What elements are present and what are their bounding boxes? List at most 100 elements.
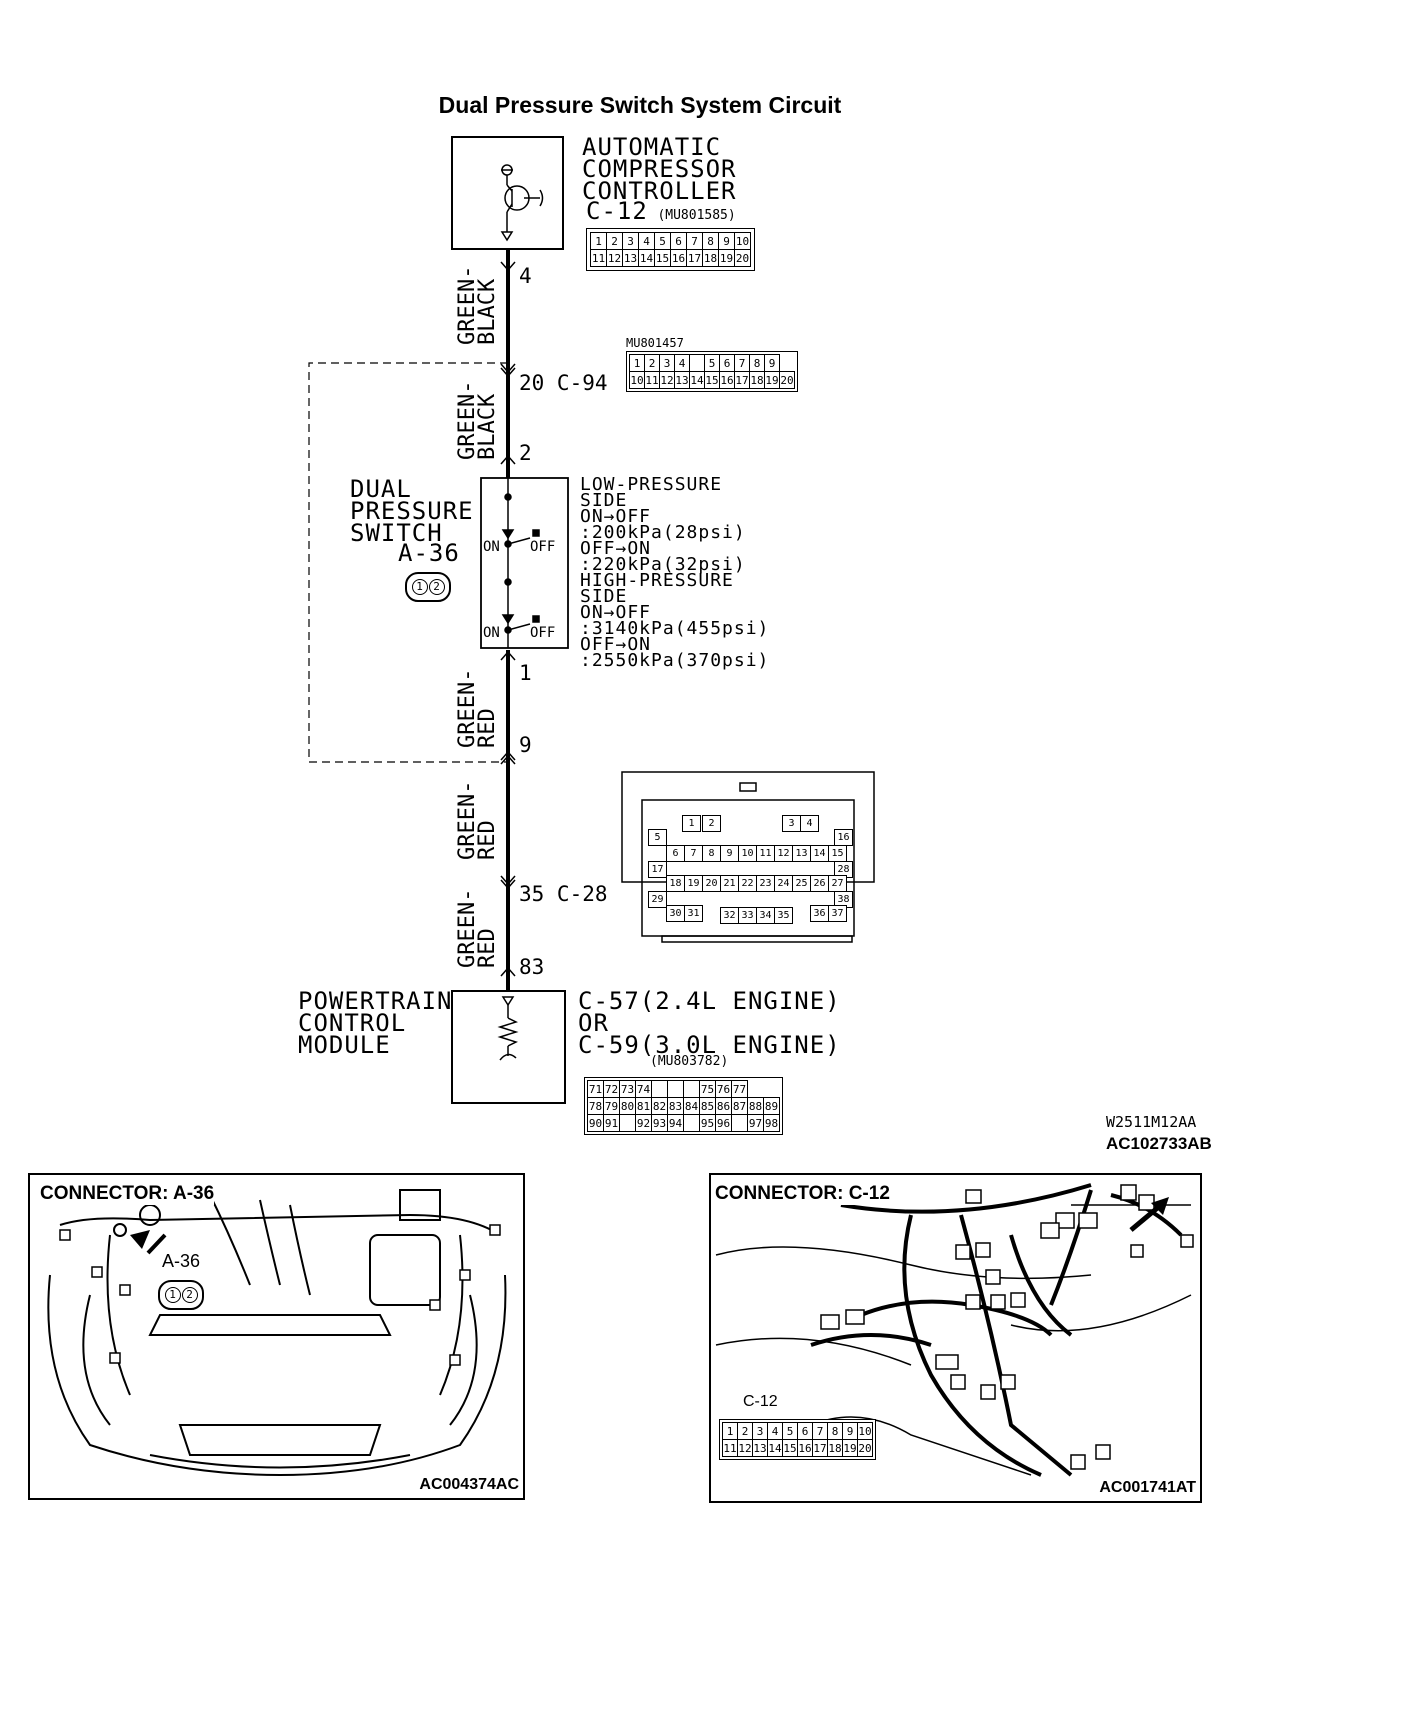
connector-pin: 25 — [792, 875, 811, 892]
panel-a36-code: AC004374AC — [419, 1476, 519, 1494]
connector-pin: 12 — [606, 249, 623, 267]
connector-pin: 3 — [782, 815, 801, 832]
dps-switch-contacts — [501, 478, 540, 648]
connector-pin: 17 — [812, 1439, 828, 1457]
connector-pin — [619, 1114, 636, 1132]
connector-pin: 17 — [648, 861, 667, 878]
connector-pin: 1 — [629, 354, 645, 372]
connector-pin: 2 — [737, 1422, 753, 1440]
connector-pin: 24 — [774, 875, 793, 892]
connector-pin: 20 — [779, 371, 795, 389]
connector-pin — [667, 1080, 684, 1098]
connector-pin: 80 — [619, 1097, 636, 1115]
connector-pin: 21 — [720, 875, 739, 892]
connector-pin: 92 — [635, 1114, 652, 1132]
connector-pin: 10 — [629, 371, 645, 389]
connector-pin: 4 — [638, 232, 655, 250]
connector-pin: 9 — [764, 354, 780, 372]
connector-pin: 18 — [702, 249, 719, 267]
connector-pin: 14 — [767, 1439, 783, 1457]
connector-pin: 13 — [752, 1439, 768, 1457]
connector-pin: 18 — [827, 1439, 843, 1457]
connector-pin — [683, 1080, 700, 1098]
connector-pin: 86 — [715, 1097, 732, 1115]
pcm-box — [451, 990, 566, 1104]
connector-pin: 27 — [828, 875, 847, 892]
dashboard-harness-illustration — [715, 1183, 1194, 1477]
connector-pin: 26 — [810, 875, 829, 892]
connector-pin: 93 — [651, 1114, 668, 1132]
c94-part-number: MU801457 — [626, 336, 684, 350]
connector-pin: 83 — [667, 1097, 684, 1115]
connector-pin: 12 — [774, 845, 793, 862]
connector-pin: 17 — [686, 249, 703, 267]
connector-pin: 6 — [719, 354, 735, 372]
dps-box — [480, 477, 569, 649]
connector-pin: 98 — [763, 1114, 780, 1132]
connector-pin: 5 — [648, 829, 667, 846]
connector-a36-panel: CONNECTOR: A-36 A-36 1 2 AC004374AC — [28, 1173, 525, 1500]
connector-pin: 35 — [774, 907, 793, 924]
connector-pin: 16 — [719, 371, 735, 389]
connector-pin: 1 — [682, 815, 701, 832]
connector-pin: 15 — [654, 249, 671, 267]
wire-label-1: GREEN- BLACK — [455, 265, 500, 345]
connector-pin: 5 — [704, 354, 720, 372]
panel-a36-callout: A-36 — [162, 1251, 201, 1272]
pin-acc-4: 4 — [519, 264, 532, 288]
connector-pin: 18 — [666, 875, 685, 892]
connector-pin: 19 — [684, 875, 703, 892]
connector-pin: 9 — [720, 845, 739, 862]
connector-pin: 14 — [689, 371, 705, 389]
pin-junction-9: 9 — [519, 733, 532, 757]
connector-pin: 13 — [622, 249, 639, 267]
connector-marks — [500, 261, 516, 977]
connector-pin: 14 — [810, 845, 829, 862]
dps-off-label-2: OFF — [530, 625, 556, 641]
connector-pin — [651, 1080, 668, 1098]
connector-pin: 97 — [747, 1114, 764, 1132]
connector-pin: 89 — [763, 1097, 780, 1115]
connector-pin: 29 — [648, 891, 667, 908]
wire-label-4: GREEN- RED — [455, 780, 500, 860]
figure-code: AC102733AB — [1106, 1134, 1212, 1153]
connector-pin: 91 — [603, 1114, 620, 1132]
connector-pin: 95 — [699, 1114, 716, 1132]
connector-pin: 23 — [756, 875, 775, 892]
connector-pin: 15 — [828, 845, 847, 862]
dps-spec-list: LOW-PRESSURE SIDE ON→OFF :200kPa(28psi) … — [580, 474, 770, 671]
connector-pin: 71 — [587, 1080, 604, 1098]
connector-pin: 85 — [699, 1097, 716, 1115]
connector-pin: 5 — [654, 232, 671, 250]
pcm-part-number: (MU803782) — [650, 1054, 729, 1069]
connector-pin: 13 — [792, 845, 811, 862]
connector-pin: 7 — [684, 845, 703, 862]
connector-pin: 1 — [722, 1422, 738, 1440]
connector-pin: 17 — [734, 371, 750, 389]
connector-pin: 8 — [749, 354, 765, 372]
connector-pin: 94 — [667, 1114, 684, 1132]
connector-pin: 1 — [590, 232, 607, 250]
connector-pin: 7 — [812, 1422, 828, 1440]
connector-pin: 6 — [797, 1422, 813, 1440]
connector-pin — [689, 354, 705, 372]
resistor-icon — [497, 996, 519, 1061]
connector-pin: 12 — [737, 1439, 753, 1457]
connector-pin: 32 — [720, 907, 739, 924]
connector-pin: 22 — [738, 875, 757, 892]
circuit-schematic — [308, 136, 875, 1104]
connector-pin: 8 — [827, 1422, 843, 1440]
connector-pin: 14 — [638, 249, 655, 267]
connector-pin: 19 — [842, 1439, 858, 1457]
connector-pin: 20 — [702, 875, 721, 892]
dps-connector-icon: 1 2 — [405, 572, 451, 602]
connector-pin: 84 — [683, 1097, 700, 1115]
connector-pin: 18 — [749, 371, 765, 389]
pin-dps-2: 2 — [519, 441, 532, 465]
panel-c12-callout: C-12 — [743, 1393, 778, 1411]
connector-pin — [731, 1114, 748, 1132]
